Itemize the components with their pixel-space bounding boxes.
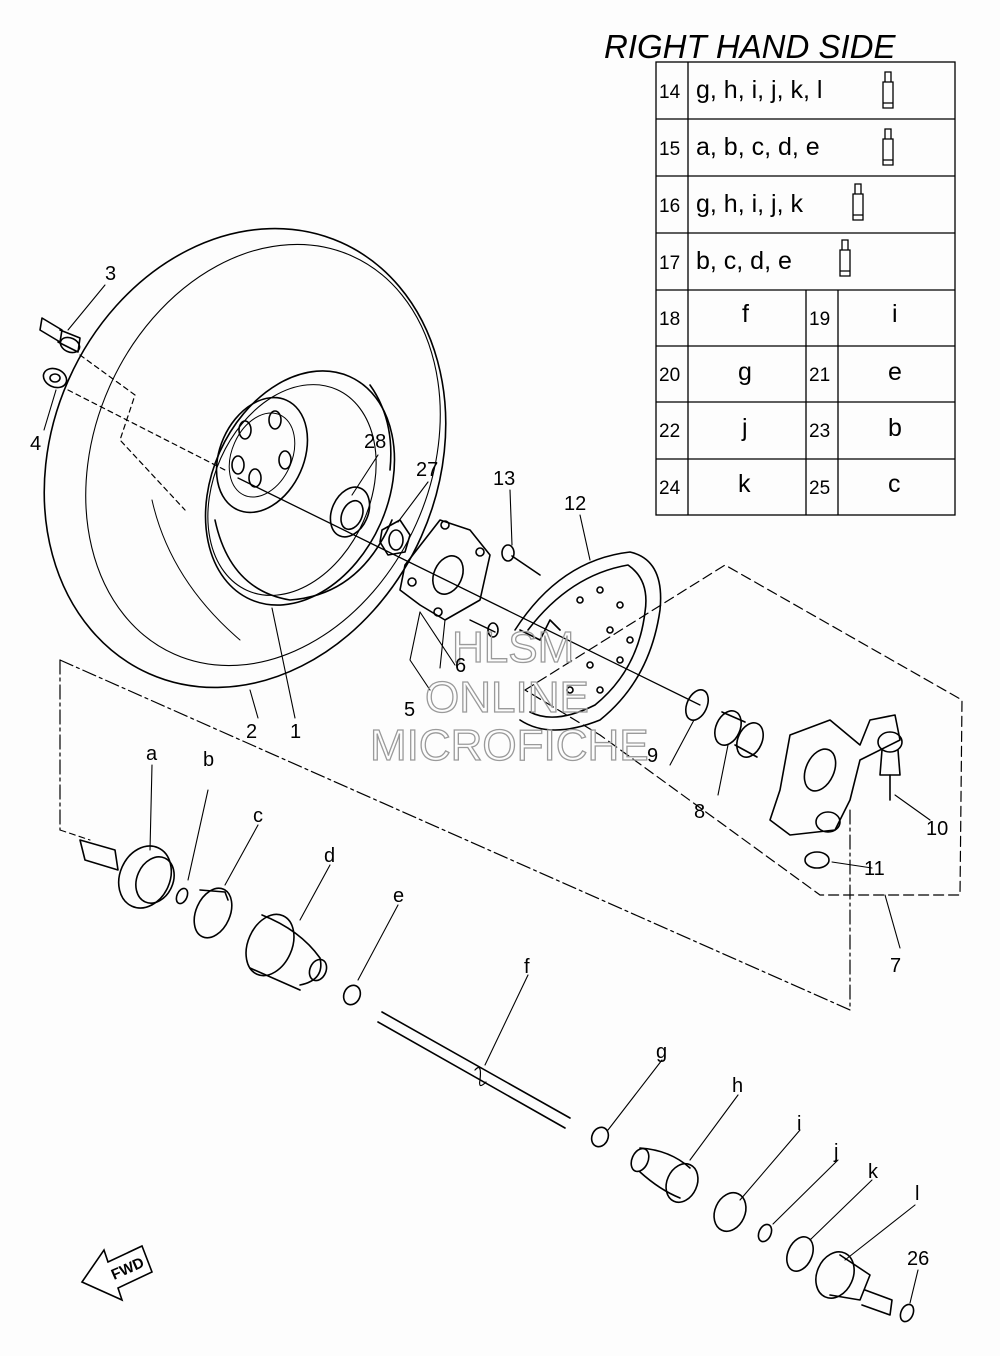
table-num: 21 — [809, 365, 830, 386]
circlip-9 — [684, 689, 710, 721]
callout-c: c — [253, 805, 263, 827]
table-num: 20 — [659, 365, 680, 386]
steering-knuckle — [769, 714, 901, 836]
table-num: 15 — [659, 139, 680, 160]
callout-1: 1 — [290, 721, 301, 743]
fwd-arrow-icon: FWD — [80, 1244, 154, 1302]
lubricant-table: 14 g, h, i, j, k, l 15 a, b, c, d, e 16 … — [655, 61, 956, 516]
watermark: HLSM ONLINE MICROFICHE — [369, 622, 649, 770]
part-27-nut — [379, 519, 411, 556]
table-num: 17 — [659, 253, 680, 274]
callout-9: 9 — [647, 745, 658, 767]
circlip-b — [175, 887, 189, 905]
callout-b: b — [203, 749, 214, 771]
drive-shaft — [377, 1011, 571, 1129]
part-28-cap — [329, 486, 371, 538]
table-letter: k — [738, 470, 751, 498]
table-letters: a, b, c, d, e — [696, 133, 820, 161]
callout-labels: 3 4 28 27 13 12 6 5 2 1 9 8 10 11 7 a b … — [30, 263, 948, 1270]
knuckle-group-box — [524, 564, 963, 896]
callout-a: a — [146, 743, 158, 765]
grease-tube-icon — [882, 128, 894, 166]
table-num: 23 — [809, 421, 830, 442]
table-num: 19 — [809, 309, 830, 330]
band-c — [193, 887, 233, 939]
callout-8: 8 — [694, 801, 705, 823]
callout-5: 5 — [404, 699, 415, 721]
watermark-line-3: MICROFICHE — [370, 721, 649, 770]
watermark-line-2: ONLINE — [425, 673, 589, 722]
valve-nut — [42, 367, 68, 389]
table-letter: b — [888, 414, 902, 442]
callout-12: 12 — [564, 493, 586, 515]
cv-joint-inner — [815, 1251, 893, 1316]
callout-h: h — [732, 1075, 743, 1097]
table-letter: i — [892, 300, 898, 328]
callout-2: 2 — [246, 721, 257, 743]
callout-g: g — [656, 1041, 667, 1063]
callout-k: k — [868, 1161, 879, 1183]
callout-26: 26 — [907, 1248, 929, 1270]
table-letters: b, c, d, e — [696, 247, 792, 275]
grease-tube-icon — [852, 183, 864, 221]
hub — [399, 519, 491, 621]
callout-27: 27 — [416, 459, 438, 481]
table-letter: c — [888, 470, 901, 498]
callout-28: 28 — [364, 431, 386, 453]
diagram-title: RIGHT HAND SIDE — [604, 28, 897, 65]
table-letter: j — [741, 414, 748, 442]
callout-13: 13 — [493, 468, 515, 490]
wheel-rim — [204, 370, 396, 606]
table-num: 22 — [659, 421, 680, 442]
bearing-8 — [714, 710, 764, 758]
brake-disc — [514, 551, 662, 731]
band-g — [590, 1126, 610, 1148]
ball-joint — [877, 731, 903, 801]
table-letters: g, h, i, j, k — [696, 190, 803, 218]
circlip-26 — [899, 1303, 915, 1323]
callout-7: 7 — [890, 955, 901, 977]
table-num: 18 — [659, 309, 680, 330]
boot-d — [245, 913, 328, 991]
callout-f: f — [524, 956, 530, 978]
callout-3: 3 — [105, 263, 116, 285]
callout-e: e — [393, 885, 404, 907]
table-letters: g, h, i, j, k, l — [696, 76, 822, 104]
callout-4: 4 — [30, 433, 41, 455]
callout-i: i — [797, 1113, 801, 1135]
grease-tube-icon — [882, 71, 894, 109]
callout-11: 11 — [864, 858, 885, 880]
boot-h — [630, 1147, 699, 1204]
band-e — [342, 984, 362, 1006]
circlip-k — [786, 1236, 814, 1272]
callout-10: 10 — [926, 818, 948, 840]
table-num: 14 — [659, 82, 681, 103]
circlip-11 — [804, 851, 830, 869]
band-i — [713, 1191, 747, 1233]
table-letter: f — [742, 300, 749, 328]
circlip-j — [757, 1223, 773, 1243]
table-num: 25 — [809, 478, 830, 499]
bolt-13 — [501, 544, 541, 576]
table-num: 16 — [659, 196, 680, 217]
callout-6: 6 — [455, 655, 466, 677]
grease-tube-icon — [839, 239, 851, 277]
tire — [43, 227, 447, 689]
callout-j: j — [833, 1141, 838, 1163]
table-num: 24 — [659, 478, 681, 499]
callout-d: d — [324, 845, 335, 867]
callout-l: l — [915, 1183, 919, 1205]
valve-stem — [39, 317, 81, 354]
watermark-line-1: HLSM — [452, 623, 574, 672]
table-letter: g — [738, 358, 752, 386]
table-letter: e — [888, 358, 902, 386]
cv-joint-outer — [79, 839, 175, 909]
